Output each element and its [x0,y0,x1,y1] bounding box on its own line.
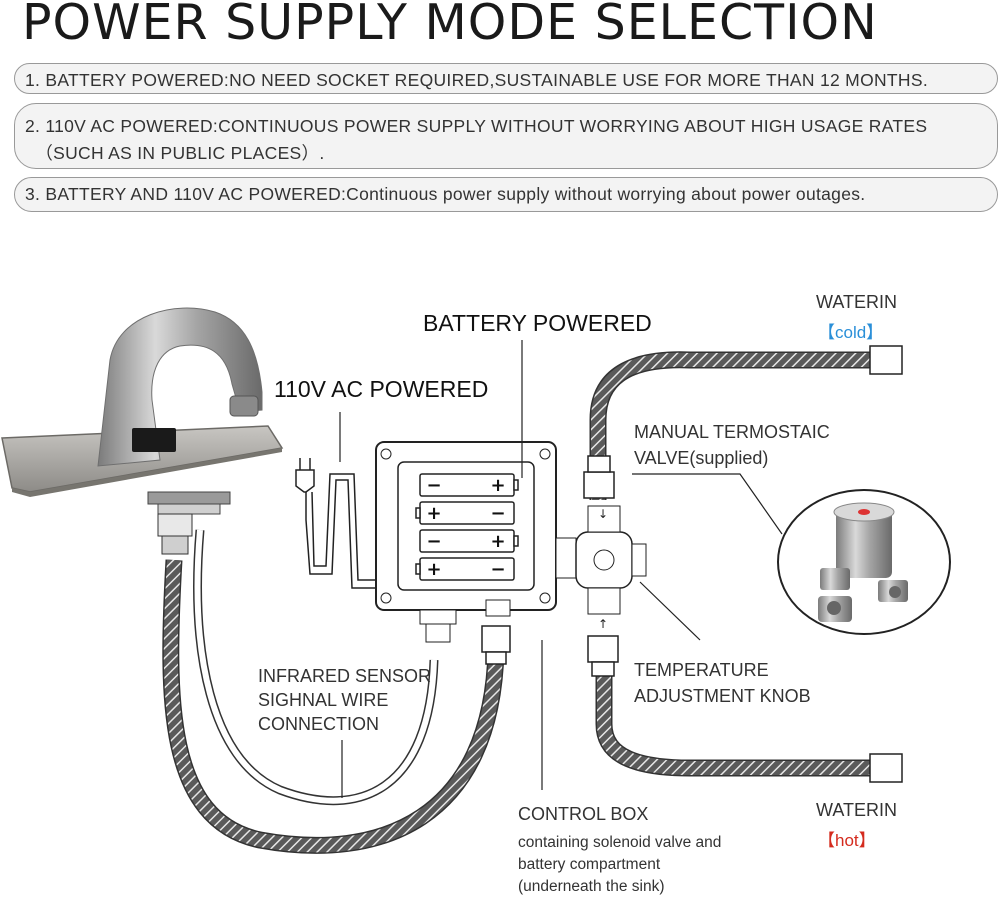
control-box-desc-2: battery compartment [518,856,660,874]
control-box-desc-3: (underneath the sink) [518,878,664,896]
temperature-knob-label: TEMPERATURE [634,660,769,681]
battery-sign: − [490,559,505,580]
cold-tag: 【cold】 [818,318,883,343]
infrared-sensor-label-3: CONNECTION [258,714,379,735]
water-in-hot-label: WATERIN [816,800,897,821]
faucet [2,308,282,497]
control-box-label: CONTROL BOX [518,804,648,825]
manual-valve-label-2: VALVE(supplied) [634,448,768,469]
power-plug [296,458,376,588]
control-box-desc-1: containing solenoid valve and [518,834,721,852]
battery-sign: − [490,503,505,524]
svg-text:↑: ↑ [598,617,608,631]
infrared-sensor-label-2: SIGHNAL WIRE [258,690,388,711]
svg-text:↓: ↓ [598,507,608,521]
ac-powered-label: 110V AC POWERED [274,376,488,403]
battery-sign: − [426,531,441,552]
battery-sign: + [426,559,441,580]
battery-powered-label: BATTERY POWERED [423,310,652,337]
battery-sign: + [426,503,441,524]
hot-tag: 【hot】 [818,826,876,851]
battery-sign: + [490,475,505,496]
faucet-mount [148,492,230,554]
infrared-sensor-label: INFRARED SENSOR [258,666,431,687]
battery-sign: + [490,531,505,552]
water-in-cold-label: WATERIN [816,292,897,313]
battery-sign: − [426,475,441,496]
temperature-knob-label-2: ADJUSTMENT KNOB [634,686,811,707]
thermostatic-valve: ↓ ↑ [576,506,646,631]
valve-photo [778,490,950,634]
manual-valve-label: MANUAL TERMOSTAIC [634,422,830,443]
